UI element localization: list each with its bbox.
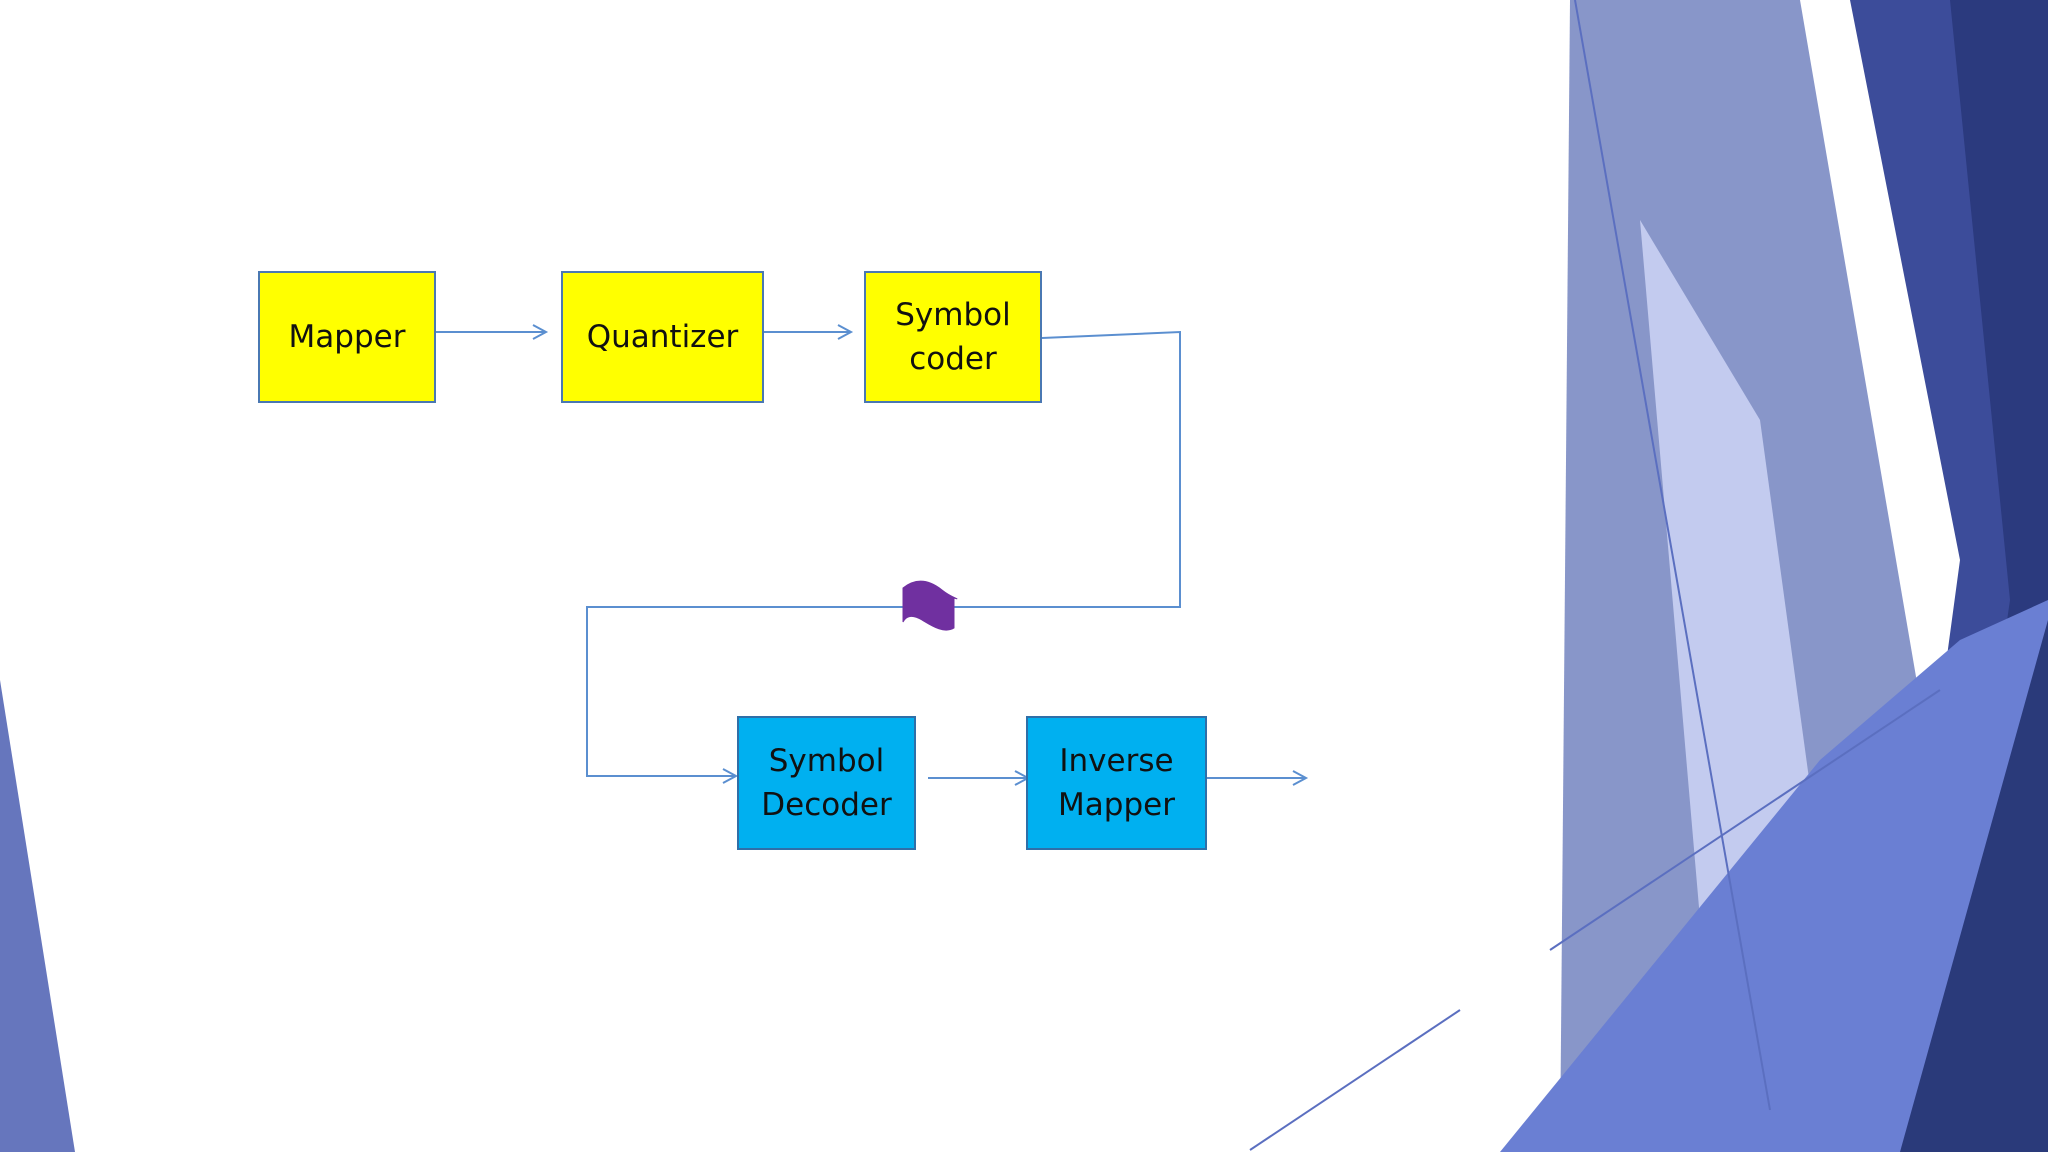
arrowhead-quantizer bbox=[532, 324, 549, 340]
mapper-block: Mapper bbox=[258, 271, 436, 403]
quantizer-block: Quantizer bbox=[561, 271, 764, 403]
inverse-mapper-label: Inverse Mapper bbox=[1058, 743, 1175, 823]
mapper-label: Mapper bbox=[288, 319, 406, 355]
symbol-coder-block: Symbol coder bbox=[864, 271, 1042, 403]
symbol-decoder-block: Symbol Decoder bbox=[737, 716, 916, 850]
arrowhead-output bbox=[1292, 770, 1309, 786]
decor-line-1 bbox=[1574, 0, 1771, 1111]
inverse-mapper-block: Inverse Mapper bbox=[1026, 716, 1207, 850]
channel-path bbox=[586, 330, 1181, 777]
symbol-coder-label: Symbol coder bbox=[895, 297, 1011, 377]
decor-line-2 bbox=[1549, 689, 1941, 951]
right-decor-blue-facet bbox=[1500, 600, 2048, 1152]
arrowhead-symbol-decoder bbox=[722, 768, 739, 784]
left-decor-shape bbox=[0, 680, 75, 1152]
right-decor-navy-facet bbox=[1900, 620, 2048, 1152]
quantizer-label: Quantizer bbox=[586, 319, 739, 355]
decor-line-3 bbox=[1249, 1009, 1461, 1151]
arrowhead-symbol-coder bbox=[837, 324, 854, 340]
symbol-decoder-label: Symbol Decoder bbox=[761, 743, 892, 823]
flag-icon bbox=[902, 580, 958, 631]
